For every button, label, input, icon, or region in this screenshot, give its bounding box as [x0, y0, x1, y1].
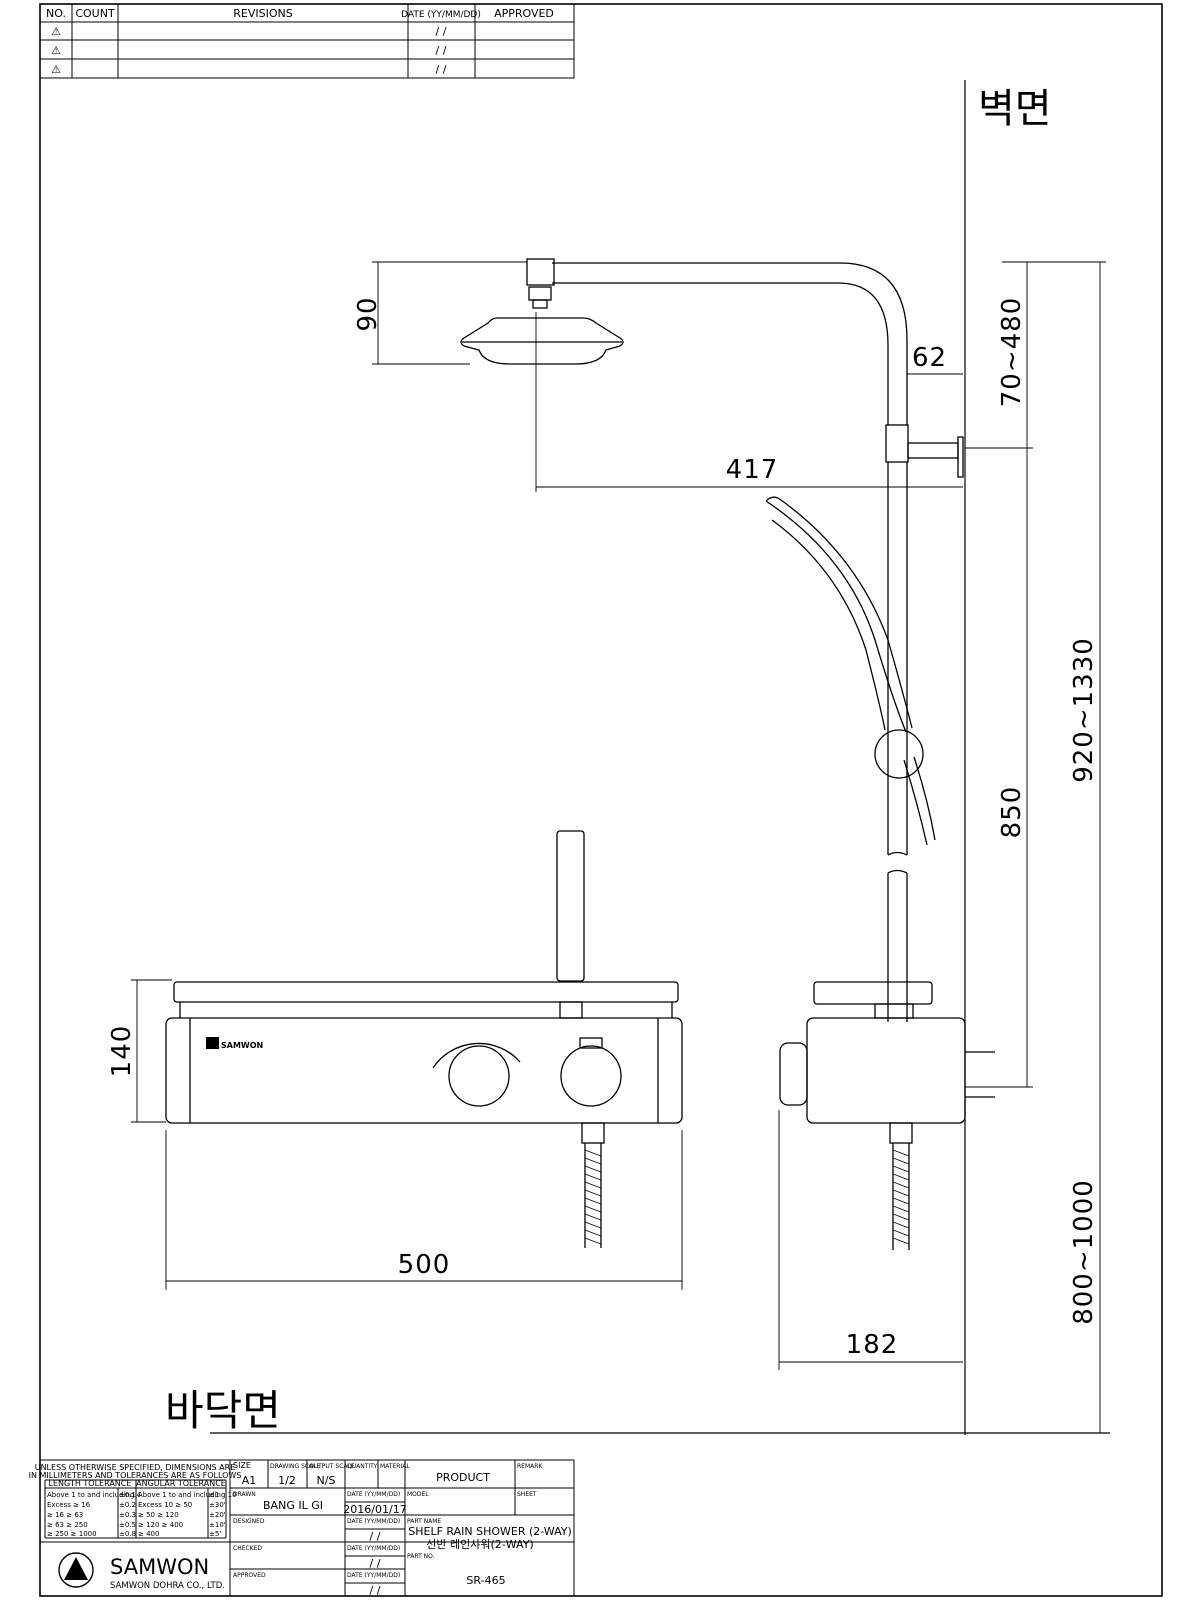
dim-arm-length: 417 [726, 455, 779, 485]
dim-body-depth: 182 [846, 1330, 899, 1360]
length-tolerance-rows: Above 1 to and including 4 ±0.1 Excess ≥… [47, 1491, 142, 1538]
drawn-label: DRAWN [233, 1491, 256, 1498]
tolerance-cell: Above 1 to and including 10 [138, 1491, 237, 1499]
drawing-scale-value: 1/2 [278, 1474, 296, 1487]
revision-header-count: COUNT [75, 7, 115, 20]
company-full-name: SAMWON DOHRA CO., LTD. [110, 1581, 225, 1591]
model-label: MODEL [407, 1491, 429, 1498]
tolerance-cell: ±0.8 [119, 1530, 136, 1538]
tolerance-cell: ±0.3 [119, 1511, 136, 1519]
tolerance-cell: ±0.5 [119, 1521, 136, 1529]
overhead-shower-assembly [460, 258, 964, 1022]
hose-coil-front [584, 1149, 602, 1245]
checked-label: CHECKED [233, 1545, 262, 1552]
tolerance-cell: Above 1 to and including 4 [47, 1491, 142, 1499]
tolerance-note-line2: IN MILLIMETERS AND TOLERANCES ARE AS FOL… [29, 1471, 242, 1480]
dim-arm-offset: 62 [912, 343, 947, 373]
company-name: SAMWON [110, 1555, 209, 1579]
hose-coil-side [892, 1149, 910, 1245]
floor-label: 바닥면 [165, 1386, 281, 1435]
part-no-label: PART NO. [407, 1553, 435, 1560]
revision-table [39, 3, 575, 79]
tolerance-cell: ±20' [209, 1511, 226, 1519]
revision-header-date: DATE (YY/MM/DD) [401, 10, 481, 20]
revision-row-mark: ⚠ [51, 25, 61, 38]
dim-body-height: 140 [107, 1025, 137, 1078]
mixer-side-view [779, 981, 995, 1250]
designed-date-label: DATE (YY/MM/DD) [347, 1518, 400, 1525]
angular-tolerance-rows: Above 1 to and including 10 ±1 Excess 10… [138, 1491, 237, 1538]
drawing-scale-label: DRAWING SCALE [270, 1463, 321, 1470]
dim-body-width: 500 [398, 1250, 451, 1280]
part-name-label: PART NAME [407, 1518, 441, 1525]
tolerance-cell: ≥ 250 ≥ 1000 [47, 1530, 97, 1538]
drawn-date-label: DATE (YY/MM/DD) [347, 1491, 400, 1498]
revision-row-date: / / [436, 25, 447, 38]
dim-range-top: 70~480 [997, 297, 1027, 408]
sheet-label: SHEET [517, 1491, 537, 1498]
length-tolerance-header: LENGTH TOLERANCE [49, 1479, 132, 1488]
revision-row-date: / / [436, 63, 447, 76]
brand-logo-mark [206, 1037, 219, 1049]
dim-rail: 850 [997, 786, 1027, 839]
approved-date-label: DATE (YY/MM/DD) [347, 1572, 400, 1579]
revision-row-mark: ⚠ [51, 63, 61, 76]
drawing-border [39, 3, 1163, 1597]
dim-head-height: 90 [353, 296, 383, 331]
tolerance-cell: ±30' [209, 1501, 226, 1509]
material-value: PRODUCT [436, 1471, 490, 1484]
brand-label-front: SAMWON [221, 1041, 263, 1050]
size-label: SIZE [233, 1461, 251, 1470]
tolerance-cell: ±0.1 [119, 1491, 136, 1499]
revision-row-date: / / [436, 44, 447, 57]
tolerance-cell: ≥ 50 ≥ 120 [138, 1511, 179, 1519]
tolerance-note-line1: UNLESS OTHERWISE SPECIFIED, DIMENSIONS A… [35, 1463, 236, 1472]
wall-label: 벽면 [978, 86, 1052, 132]
tolerance-cell: Excess 10 ≥ 50 [138, 1501, 192, 1509]
dim-range-floor: 800~1000 [1069, 1179, 1099, 1325]
drawn-date-value: 2016/01/17 [343, 1503, 406, 1516]
quantity-label: QUANTITY [347, 1463, 378, 1470]
revision-row-mark: ⚠ [51, 44, 61, 57]
designed-label: DESIGNED [233, 1518, 265, 1525]
company-logo: SAMWON SAMWON DOHRA CO., LTD. [58, 1552, 225, 1591]
remark-label: REMARK [517, 1463, 543, 1470]
samwon-logo-icon [58, 1552, 94, 1588]
tolerance-cell: ±5' [209, 1530, 221, 1538]
part-name-value: SHELF RAIN SHOWER (2-WAY) [408, 1525, 572, 1538]
part-name-korean: 선반 레인샤워(2-WAY) [426, 1538, 533, 1551]
dim-range-total: 920~1330 [1069, 637, 1099, 783]
checked-date-label: DATE (YY/MM/DD) [347, 1545, 400, 1552]
revision-header-approved: APPROVED [494, 7, 554, 20]
revision-header-no: NO. [46, 7, 66, 20]
tolerance-cell: ≥ 63 ≥ 250 [47, 1521, 88, 1529]
title-block-grid [39, 1459, 575, 1597]
designed-date-value: / / [370, 1530, 381, 1543]
part-no-value: SR-465 [466, 1574, 505, 1587]
tolerance-cell: ≥ 120 ≥ 400 [138, 1521, 183, 1529]
tolerance-cell: Excess ≥ 16 [47, 1501, 91, 1509]
tolerance-cell: ±10' [209, 1521, 226, 1529]
mixer-front-view [165, 830, 683, 1248]
output-scale-label: OUTPUT SCALE [309, 1463, 355, 1470]
tolerance-cell: ≥ 16 ≥ 63 [47, 1511, 83, 1519]
tolerance-cell: ±0.2 [119, 1501, 136, 1509]
drawn-value: BANG IL GI [263, 1499, 323, 1512]
dimension-lines [131, 261, 1106, 1433]
tolerance-cell: ±1 [209, 1491, 219, 1499]
approved-date-value: / / [370, 1584, 381, 1597]
approved-label: APPROVED [233, 1572, 266, 1579]
tolerance-cell: ≥ 400 [138, 1530, 159, 1538]
checked-date-value: / / [370, 1557, 381, 1570]
angular-tolerance-header: ANGULAR TOLERANCE [136, 1479, 226, 1488]
material-label: MATERIAL [380, 1463, 410, 1470]
output-scale-value: N/S [317, 1474, 336, 1487]
revision-header-revisions: REVISIONS [233, 7, 292, 20]
size-value: A1 [242, 1474, 257, 1487]
